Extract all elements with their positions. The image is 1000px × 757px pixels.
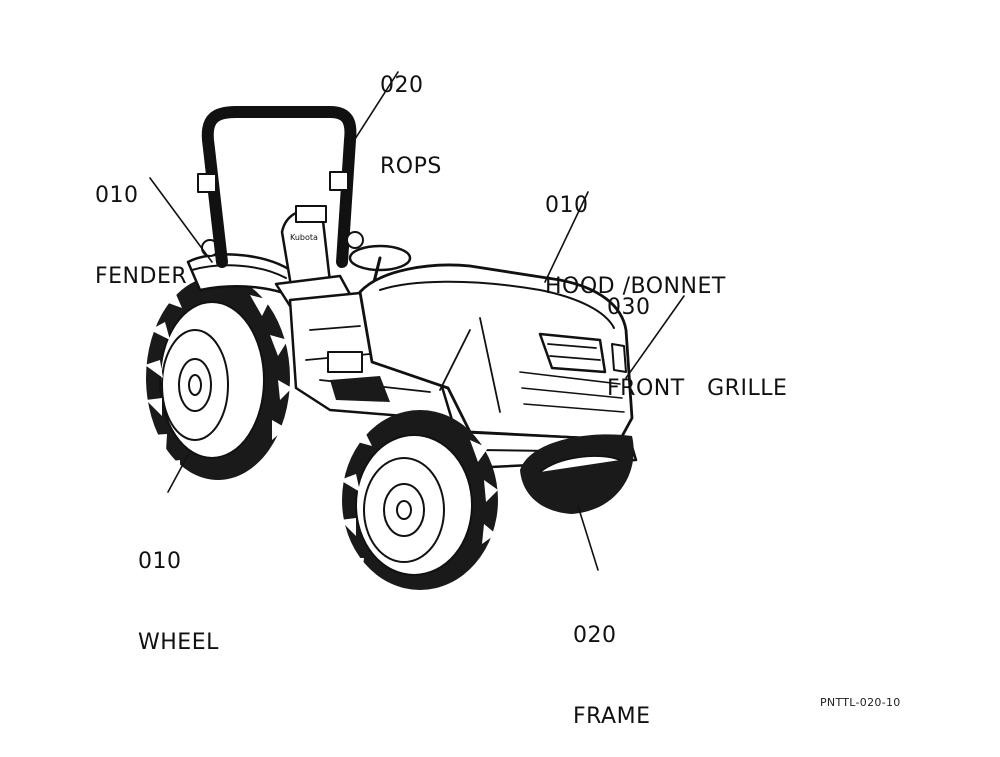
label-fender-name: FENDER	[95, 264, 188, 289]
rear-wheel	[145, 276, 292, 480]
label-grille-code: 030	[607, 295, 651, 320]
label-rops-name: ROPS	[380, 154, 442, 179]
label-hood-name: HOOD /BONNET	[545, 274, 726, 299]
leader-lines	[149, 71, 685, 571]
label-grille: 030 FRONT GRILLE	[607, 240, 787, 429]
front-wheel-right	[520, 434, 634, 514]
rops-frame	[197, 106, 357, 268]
label-grille-name: FRONT GRILLE	[607, 376, 788, 401]
label-hood: 010 HOOD /BONNET	[545, 138, 726, 327]
front-wheel-left	[340, 410, 498, 590]
label-wheel-name: WHEEL	[138, 630, 219, 655]
label-rops-code: 020	[380, 73, 424, 98]
front-grille	[519, 332, 627, 413]
label-hood-code: 010	[545, 193, 589, 218]
label-frame-name: FRAME	[573, 704, 651, 729]
label-wheel: 010 WHEEL	[138, 494, 219, 683]
brand-mark: Kubota	[290, 233, 318, 242]
label-frame-code: 020	[573, 623, 617, 648]
label-rops: 020 ROPS	[380, 18, 442, 207]
label-fender: 010 FENDER	[95, 128, 187, 317]
label-frame: 020 FRAME	[573, 568, 650, 757]
figure-code: PNTTL-020-10	[820, 696, 901, 709]
label-wheel-code: 010	[138, 549, 182, 574]
tractor-illustration: Kubota	[145, 71, 685, 590]
label-fender-code: 010	[95, 183, 139, 208]
hood	[358, 263, 634, 442]
